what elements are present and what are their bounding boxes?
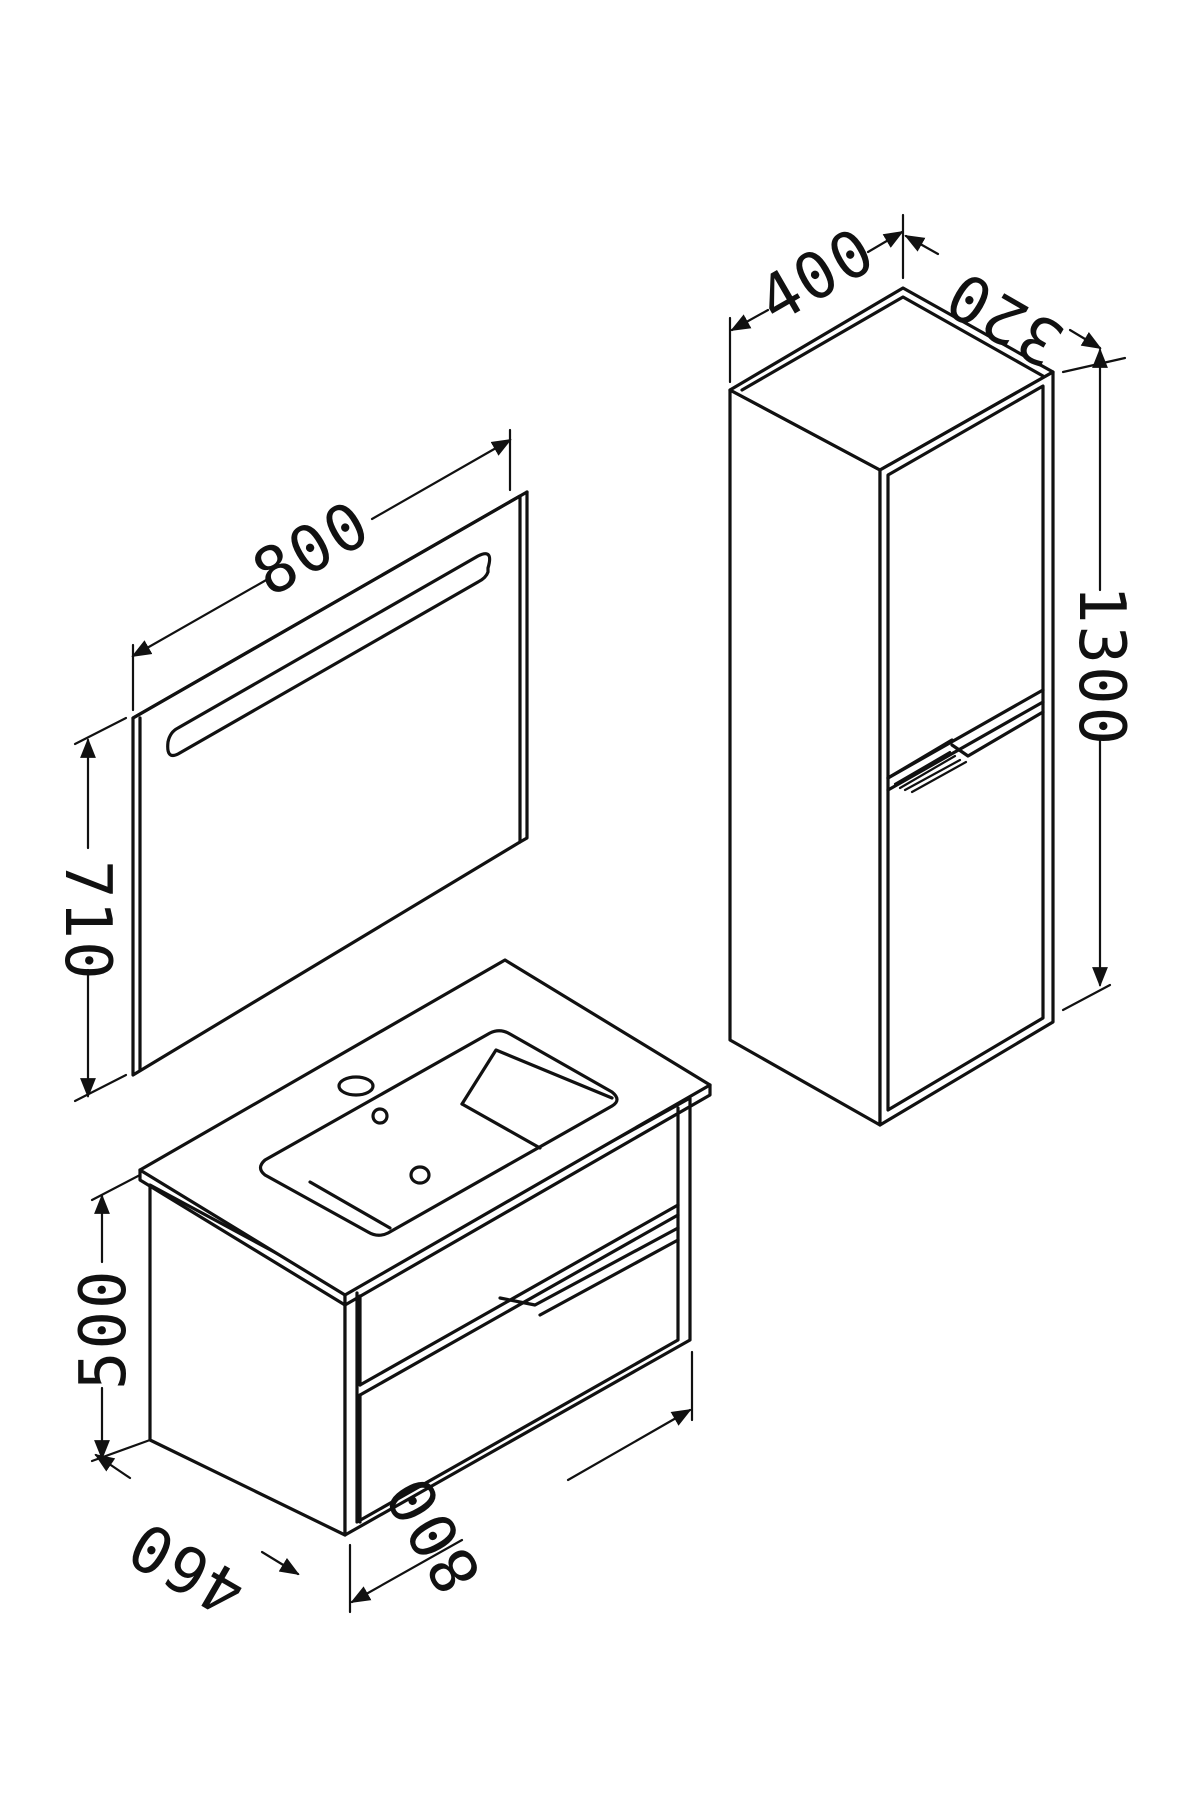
column-handle-groove (886, 738, 954, 780)
column-door-split-lower (886, 700, 1045, 792)
basin-bowl-inner (460, 1048, 614, 1106)
drawer-split-lower (358, 1213, 680, 1397)
basin-bowl-floor (460, 1102, 542, 1150)
column-side (728, 388, 882, 1127)
mirror-top-edge (131, 490, 529, 720)
drawer-handle-groove (538, 1238, 680, 1317)
cabinet-front-frame (355, 1106, 680, 1524)
mirror-height-label: 710 (50, 860, 124, 982)
cabinet-height-label: 500 (67, 1268, 141, 1390)
basin-bowl-rim (258, 1029, 619, 1237)
column-height-label: 1300 (1064, 585, 1138, 747)
basin-top-edge (138, 1083, 712, 1307)
drawer-handle (498, 1226, 680, 1307)
cabinet-height-dimension: 500 (67, 1173, 152, 1463)
mirror (131, 490, 529, 1077)
column-front (878, 370, 1055, 1127)
mirror-height-dimension: 710 (50, 716, 128, 1103)
tap-hole (337, 1075, 375, 1097)
basin-bowl-front (308, 1180, 392, 1230)
mirror-led-strip (166, 552, 492, 758)
column-top-inner (740, 295, 1045, 392)
column-height-dimension: 1300 (1061, 348, 1138, 1012)
cabinet-depth-label: 460 (116, 1505, 258, 1630)
drain-hole (409, 1165, 431, 1185)
column-handle (950, 710, 1045, 758)
vanity-cabinet (138, 958, 712, 1537)
tall-column-cabinet (728, 286, 1055, 1127)
overflow-hole (371, 1107, 389, 1125)
mirror-side-edge (518, 490, 529, 844)
column-handle-hatch (893, 750, 968, 794)
drawer-split (358, 1203, 680, 1387)
column-front-frame (886, 384, 1045, 1112)
